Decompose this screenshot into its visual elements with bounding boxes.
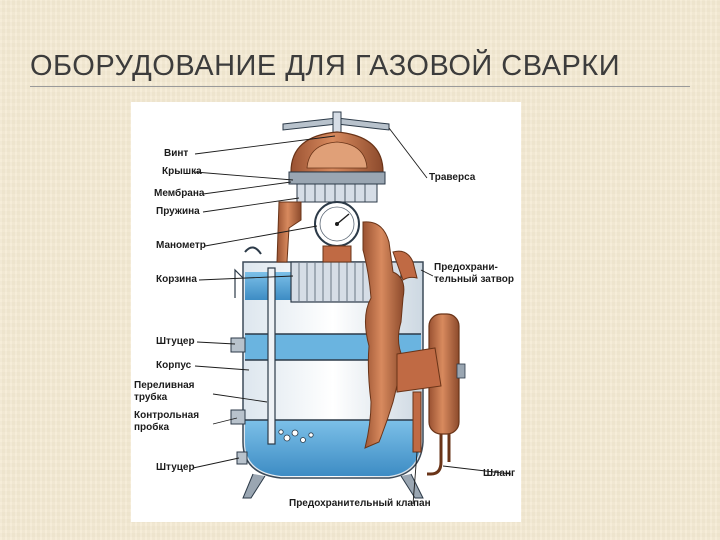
label-shtutser-bottom: Штуцер (156, 462, 195, 473)
label-manometr: Манометр (156, 240, 206, 251)
label-traversa: Траверса (429, 172, 476, 183)
safety-seal (396, 313, 466, 476)
label-shtutser-top: Штуцер (156, 336, 195, 347)
label-vint: Винт (164, 148, 189, 159)
label-zatvor-1: Предохрани- (434, 262, 498, 273)
label-shlang: Шланг (483, 468, 516, 479)
acetylene-generator-diagram: Винт Крышка Мембрана Пружина Манометр Ко… (131, 102, 521, 522)
title-divider (30, 86, 690, 87)
label-korpus: Корпус (156, 360, 192, 371)
label-perelivnaya-1: Переливная (134, 380, 195, 391)
label-kontrolnaya-2: пробка (134, 422, 169, 433)
slide-title: ОБОРУДОВАНИЕ ДЛЯ ГАЗОВОЙ СВАРКИ (30, 50, 621, 82)
label-kryshka: Крышка (162, 166, 202, 177)
label-korzina: Корзина (156, 274, 197, 285)
gas-bell (362, 221, 418, 449)
leader-lines (192, 127, 512, 505)
label-zatvor-2: тельный затвор (434, 274, 514, 285)
cover-assembly (276, 111, 390, 263)
label-membrana: Мембрана (154, 188, 205, 199)
label-kontrolnaya-1: Контрольная (134, 410, 200, 421)
label-perelivnaya-2: трубка (134, 392, 168, 403)
label-pruzhina: Пружина (156, 206, 200, 217)
generator-drawing (192, 111, 512, 505)
label-klapan: Предохранительный клапан (289, 498, 431, 509)
